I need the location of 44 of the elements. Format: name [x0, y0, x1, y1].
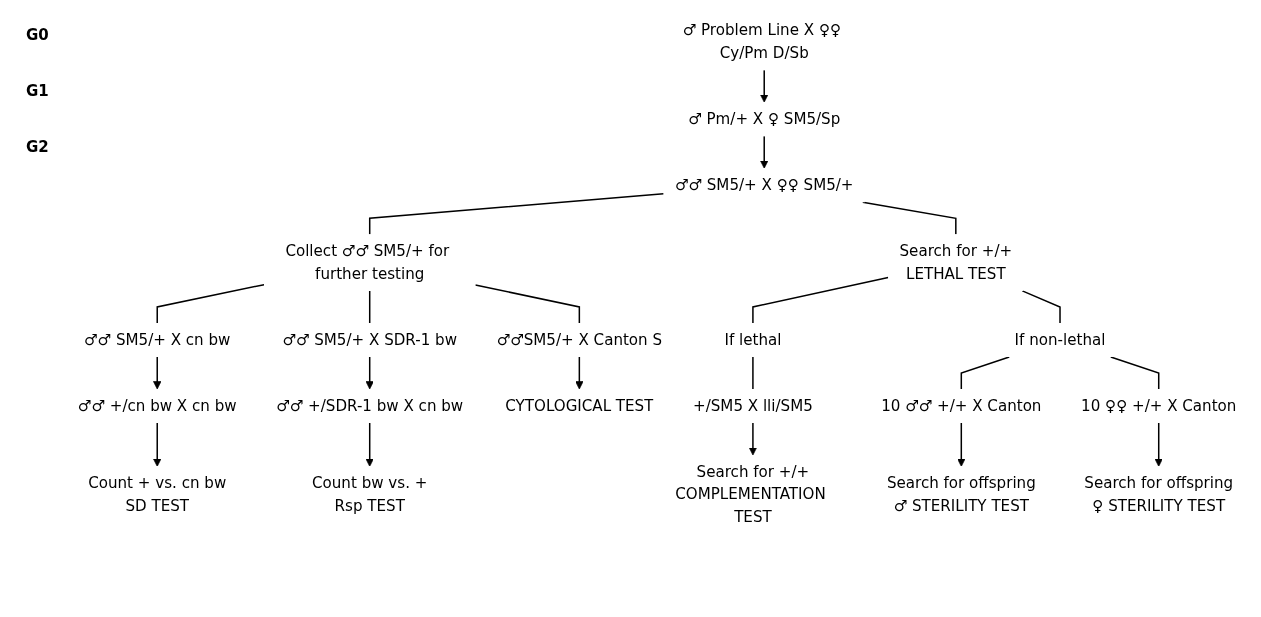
arrow	[574, 356, 584, 390]
generation-label: G0	[26, 26, 49, 44]
arrow	[748, 422, 757, 456]
node-text: Search for offspring ♂ STERILITY TEST	[886, 473, 1036, 515]
generation-label: G2	[26, 138, 49, 156]
node-text: Search for +/+ LETHAL TEST	[899, 241, 1012, 283]
generation-label: G1	[26, 82, 49, 100]
arrow	[365, 422, 374, 467]
arrow	[1154, 422, 1163, 467]
node-text: 10 ♀♀ +/+ X Canton	[1080, 396, 1237, 415]
node-text: ♂♂ SM5/+ X ♀♀ SM5/+	[674, 175, 854, 194]
node-text: ♂ Problem Line X ♀♀ Cy/Pm D/Sb	[682, 21, 841, 62]
arrow	[759, 135, 769, 169]
node-text: 10 ♂♂ +/+ X Canton	[880, 396, 1042, 415]
connector	[1109, 356, 1160, 390]
node-text: ♂ Pm/+ X ♀ SM5/Sp	[687, 109, 841, 128]
arrow	[759, 69, 769, 103]
node-text: Search for +/+ COMPLEMENTATION TEST	[675, 462, 826, 526]
arrow	[152, 422, 162, 467]
node-text: ♂♂ SM5/+ X cn bw	[83, 330, 231, 349]
arrow	[365, 356, 374, 390]
connector	[368, 290, 371, 324]
node-text: ♂♂ SM5/+ X SDR-1 bw	[282, 330, 457, 349]
arrow	[956, 422, 966, 467]
node-text: If non-lethal	[1014, 330, 1106, 349]
node-text: ♂♂SM5/+ X Canton S	[496, 330, 662, 349]
connector	[474, 284, 580, 324]
node-text: +/SM5 X lli/SM5	[692, 396, 813, 415]
node-text: Collect ♂♂ SM5/+ for further testing	[285, 241, 449, 283]
node-text: ♂♂ +/SDR-1 bw X cn bw	[275, 396, 463, 415]
connector	[751, 356, 754, 390]
node-text: Count bw vs. + Rsp TEST	[311, 473, 428, 515]
connector	[861, 201, 957, 236]
node-text: Search for offspring ♀ STERILITY TEST	[1084, 473, 1233, 515]
connector	[751, 276, 889, 324]
node-text: Count + vs. cn bw SD TEST	[87, 473, 227, 515]
connector	[156, 283, 265, 324]
connector	[960, 356, 1010, 390]
node-text: If lethal	[724, 330, 782, 349]
arrow	[152, 356, 162, 390]
connector	[368, 192, 665, 236]
node-text: CYTOLOGICAL TEST	[505, 396, 654, 415]
node-text: ♂♂ +/cn bw X cn bw	[77, 396, 237, 415]
connector	[1021, 290, 1061, 324]
